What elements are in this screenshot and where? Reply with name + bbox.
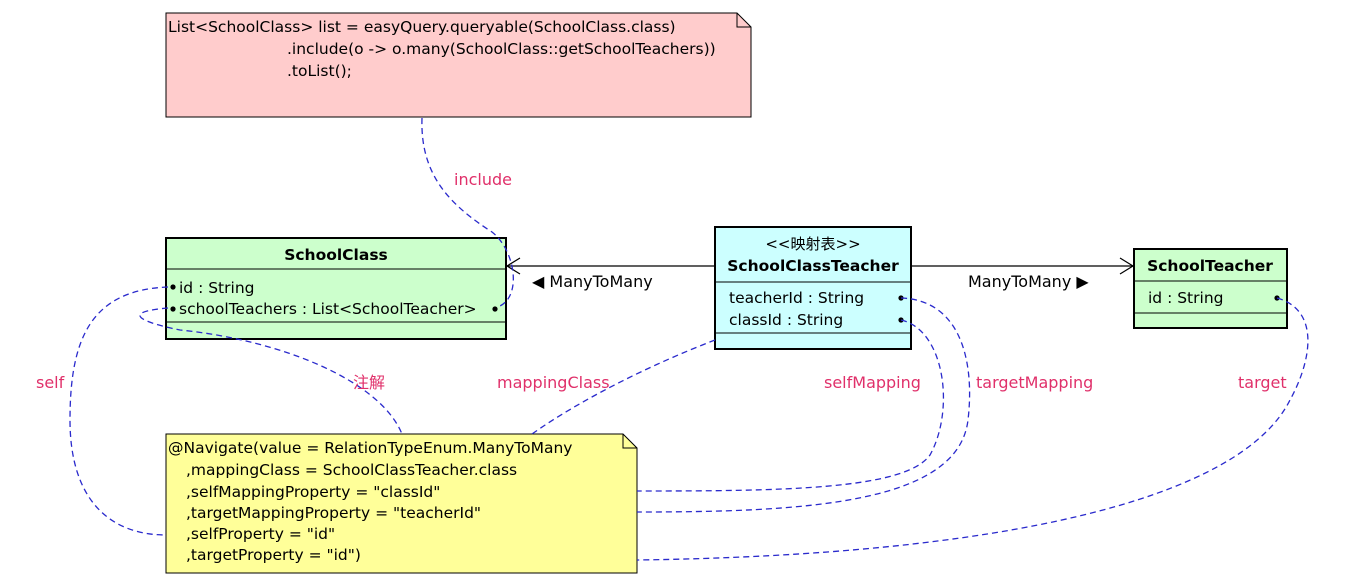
mapping-stereotype: <<映射表>> [765, 235, 860, 253]
label-target-mapping: targetMapping [976, 373, 1093, 392]
link-include [421, 117, 514, 307]
dashed-links [69, 117, 1309, 561]
query-note-line-2: .include(o -> o.many(SchoolClass::getSch… [287, 40, 716, 58]
relation-left-label: ◀ ManyToMany [532, 272, 653, 291]
annotation-line-2: ,mappingClass = SchoolClassTeacher.class [186, 461, 517, 479]
school-teacher-attr-id: id : String [1148, 289, 1223, 307]
class-school-teacher: SchoolTeacher id : String [1133, 248, 1288, 329]
link-mapping-class [531, 339, 716, 435]
annotation-line-4: ,targetMappingProperty = "teacherId" [186, 504, 481, 522]
class-school-class-teacher: <<映射表>> SchoolClassTeacher teacherId : S… [714, 226, 912, 350]
open-arrow-icon [1119, 257, 1135, 275]
class-school-class: SchoolClass id : String schoolTeachers :… [165, 237, 507, 340]
label-self: self [36, 373, 65, 392]
link-target [636, 297, 1309, 561]
link-self [69, 286, 169, 536]
school-teacher-title: SchoolTeacher [1147, 257, 1273, 275]
open-arrow-icon [505, 257, 521, 275]
link-self-mapping [636, 319, 945, 492]
mapping-title: SchoolClassTeacher [727, 257, 899, 275]
label-target: target [1238, 373, 1287, 392]
school-class-title: SchoolClass [284, 246, 388, 264]
annotation-line-5: ,selfProperty = "id" [186, 525, 335, 543]
mapping-attr-class-id: classId : String [729, 311, 843, 329]
relation-right-label: ManyToMany ▶ [968, 272, 1089, 291]
label-mapping-class: mappingClass [497, 373, 610, 392]
link-target-mapping [636, 297, 971, 513]
query-note: List<SchoolClass> list = easyQuery.query… [165, 12, 752, 118]
attribute-dot-icon [492, 306, 498, 312]
annotation-line-6: ,targetProperty = "id") [186, 546, 361, 564]
query-note-line-3: .toList(); [287, 62, 352, 80]
mapping-attr-teacher-id: teacherId : String [729, 289, 864, 307]
annotation-note: @Navigate(value = RelationTypeEnum.ManyT… [165, 433, 638, 574]
annotation-line-3: ,selfMappingProperty = "classId" [186, 483, 440, 501]
label-annotation: 注解 [353, 373, 385, 392]
query-note-line-1: List<SchoolClass> list = easyQuery.query… [168, 18, 676, 36]
link-labels: include 注解 self mappingClass selfMapping… [36, 170, 1287, 392]
school-class-attr-id: id : String [179, 279, 254, 297]
attribute-dot-icon [170, 284, 176, 290]
association-left: ◀ ManyToMany [505, 257, 715, 291]
school-class-attr-school-teachers: schoolTeachers : List<SchoolTeacher> [179, 300, 477, 318]
annotation-line-1: @Navigate(value = RelationTypeEnum.ManyT… [168, 439, 572, 457]
association-right: ManyToMany ▶ [911, 257, 1135, 291]
label-self-mapping: selfMapping [824, 373, 921, 392]
label-include: include [454, 170, 512, 189]
attribute-dot-icon [170, 306, 176, 312]
